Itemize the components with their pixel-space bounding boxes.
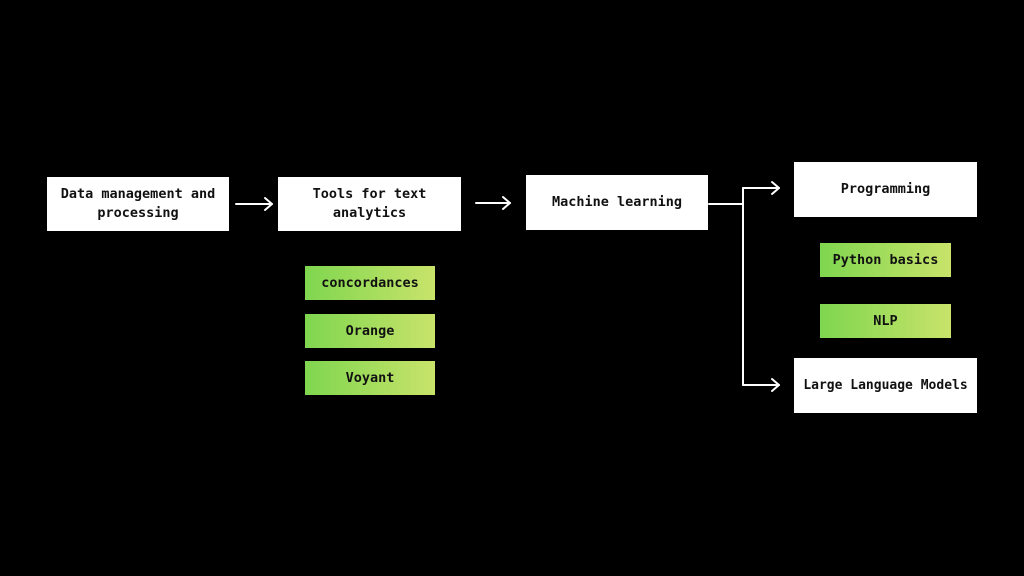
node-machine-learning-label: Machine learning [551,194,683,210]
tool-tag-concordances: concordances [305,266,435,300]
tool-tag-label: Voyant [345,370,395,386]
arrow-tools-to-ml [475,196,511,210]
node-tools-text-analytics-label: Tools for text analytics [312,186,427,221]
tool-tag-voyant: Voyant [305,361,435,395]
topic-tag-nlp: NLP [820,304,951,338]
topic-tag-label: Python basics [832,252,939,268]
arrow-data-to-tools [235,197,273,211]
branch-connector-ml [708,187,744,386]
node-data-management-label: Data management and processing [60,186,216,221]
arrow-ml-to-llm [742,378,780,392]
node-programming: Programming [794,162,977,217]
node-tools-text-analytics: Tools for text analytics [278,177,461,231]
node-data-management: Data management and processing [47,177,229,231]
node-large-language-models: Large Language Models [794,358,977,413]
topic-tag-label: NLP [873,313,898,329]
node-machine-learning: Machine learning [526,175,708,230]
tool-tag-label: Orange [345,323,395,339]
arrow-ml-to-programming [742,181,780,195]
node-large-language-models-label: Large Language Models [803,378,968,393]
tool-tag-orange: Orange [305,314,435,348]
tool-tag-label: concordances [321,275,419,291]
topic-tag-python-basics: Python basics [820,243,951,277]
node-programming-label: Programming [840,181,931,197]
